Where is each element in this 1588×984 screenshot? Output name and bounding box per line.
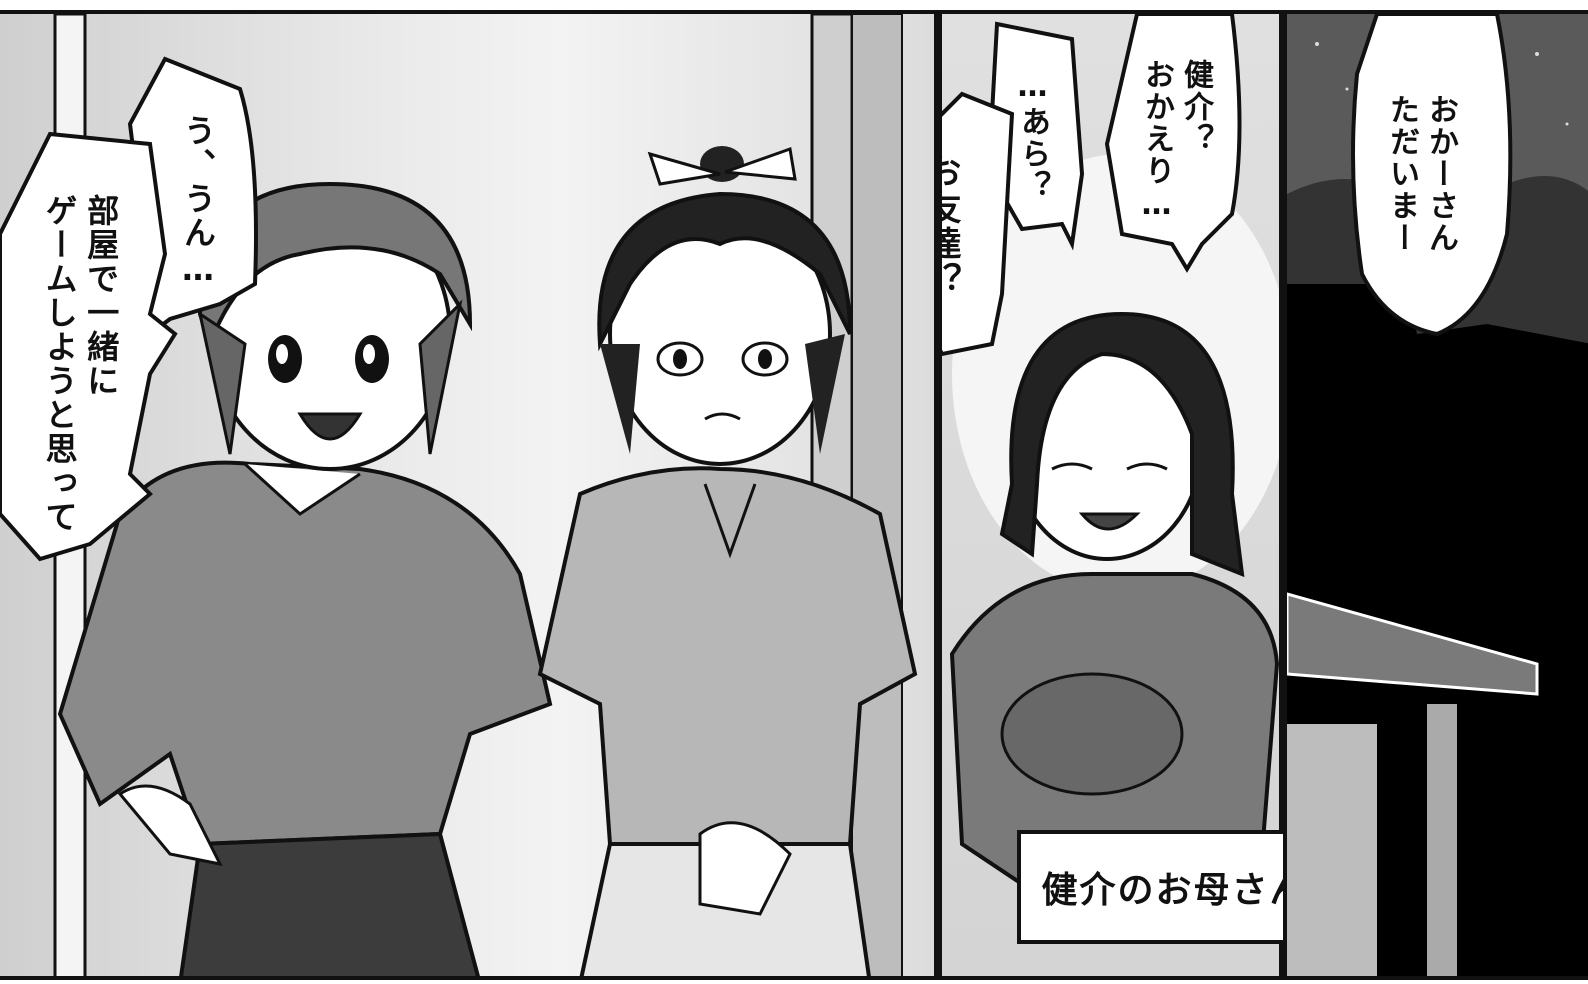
speech-mother-2-text: …あら？: [1015, 69, 1050, 202]
mother-illustration: [942, 14, 1279, 887]
speech-mother-3-text: お友達？: [938, 154, 961, 298]
caption-mother-name: 健介のお母さん: [1041, 870, 1308, 911]
panel-night-house: おかーさん ただいまー: [1283, 10, 1588, 980]
night-house-illustration: [1287, 14, 1588, 976]
panel-two-boys: う、うん… 部屋で一緒に ゲームしようと思って: [0, 10, 938, 980]
speech-boy-text: う、うん…: [179, 114, 217, 290]
speech-bubble-greeting: [1351, 14, 1513, 337]
speech-bubble-boy-2: [0, 131, 178, 562]
panel-mother: 健介？ おかえり… …あら？ お友達？: [938, 10, 1283, 980]
character-caption-box: 健介のお母さん: [1017, 830, 1332, 944]
speech-bubble-mother-1: [1104, 14, 1242, 273]
speech-boy-2-text: 部屋で一緒に ゲームしようと思って: [40, 194, 121, 534]
speech-greeting-text: おかーさん ただいまー: [1384, 94, 1458, 254]
speech-bubble-mother-3: [942, 91, 1015, 357]
two-boys-illustration: [0, 14, 918, 976]
speech-mother-1-text: 健介？ おかえり…: [1139, 59, 1213, 224]
